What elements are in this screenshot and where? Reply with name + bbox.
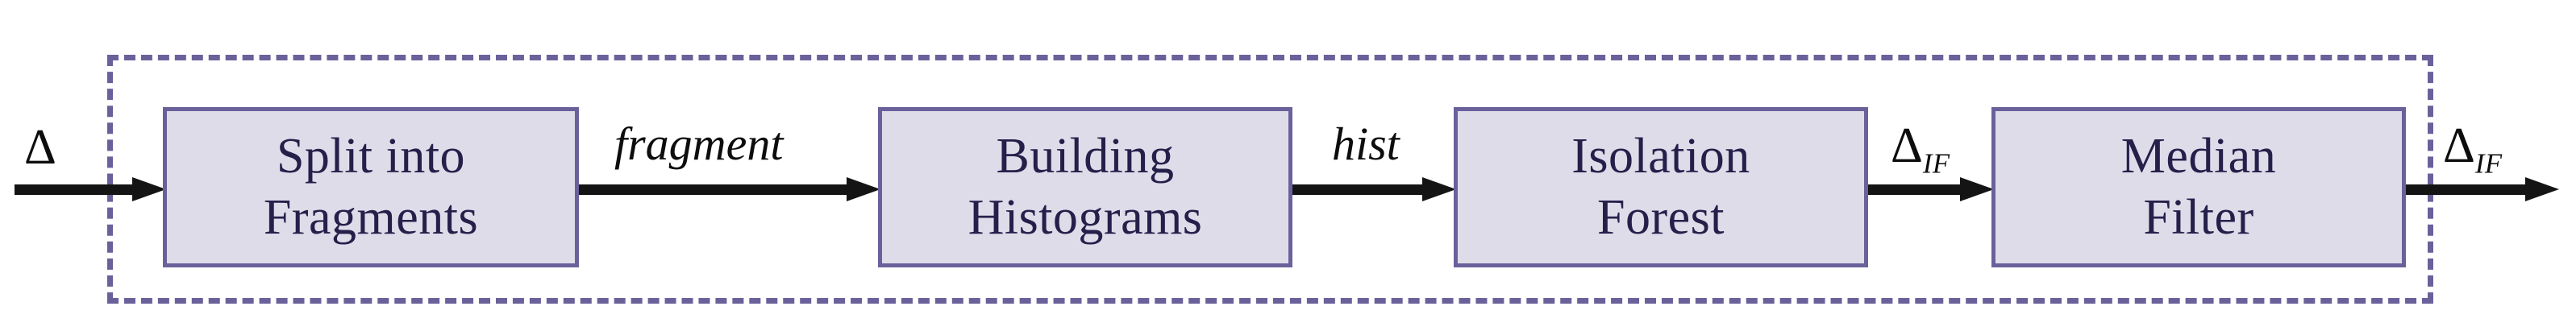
process-block-label-line1: Isolation	[1571, 128, 1750, 184]
edge-label-delta-if-output-base: Δ	[2443, 118, 2475, 173]
arrow-head-icon	[132, 177, 166, 201]
dashed-group-region	[107, 55, 2433, 304]
arrow-head-icon	[1960, 177, 1994, 201]
edge-label-delta-if-internal-base: Δ	[1891, 118, 1923, 173]
edge-label-hist: hist	[1332, 121, 1400, 168]
arrow-output	[2406, 177, 2559, 201]
process-block-label-line2: Fragments	[263, 189, 479, 245]
process-block-label-line1: Split into	[276, 128, 466, 184]
edge-label-delta-if-output-subscript: IF	[2474, 147, 2503, 180]
arrow-shaft	[2406, 184, 2527, 195]
arrow-shaft	[15, 184, 134, 195]
process-block-label-line1: Building	[996, 128, 1175, 184]
edge-label-delta-if-internal-subscript: IF	[1922, 147, 1950, 180]
edge-label-input-delta-text: Δ	[24, 120, 56, 175]
process-block-label-line2: Filter	[2143, 189, 2254, 245]
arrow-shaft	[1868, 184, 1962, 195]
arrow-input	[15, 177, 166, 201]
process-block-building-histograms[interactable]: Building Histograms	[878, 107, 1292, 267]
process-block-isolation-forest[interactable]: Isolation Forest	[1454, 107, 1868, 267]
edge-label-delta-if-internal: ΔIF	[1891, 121, 1950, 178]
arrow-shaft	[579, 184, 848, 195]
arrow-fragment	[579, 177, 880, 201]
arrow-shaft	[1292, 184, 1424, 195]
process-block-median-filter[interactable]: Median Filter	[1991, 107, 2406, 267]
arrow-hist	[1292, 177, 1456, 201]
arrow-delta-if-internal	[1868, 177, 1994, 201]
edge-label-delta-if-output: ΔIF	[2443, 121, 2503, 178]
process-block-label-line2: Histograms	[968, 189, 1203, 245]
process-block-label-line2: Forest	[1597, 189, 1725, 245]
process-block-split-into-fragments[interactable]: Split into Fragments	[163, 107, 579, 267]
process-block-label-line1: Median	[2120, 128, 2277, 184]
edge-label-fragment: fragment	[614, 121, 783, 168]
edge-label-hist-text: hist	[1332, 118, 1400, 170]
arrow-head-icon	[2525, 177, 2559, 201]
arrow-head-icon	[847, 177, 880, 201]
edge-label-input-delta: Δ	[24, 122, 56, 172]
edge-label-fragment-text: fragment	[614, 118, 784, 170]
arrow-head-icon	[1422, 177, 1456, 201]
